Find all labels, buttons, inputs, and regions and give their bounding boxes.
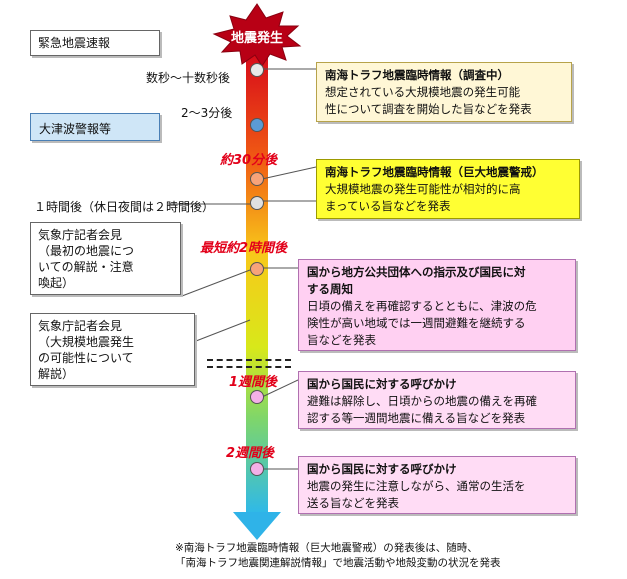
government-directive-box: 国から地方公共団体への指示及び国民に対 する周知 日頃の備えを再確認するとともに… — [298, 259, 576, 351]
separator-dashes-2 — [207, 366, 291, 368]
time-2-3min-label: 2～3分後 — [181, 106, 233, 120]
provisional-info-investigation-box: 南海トラフ地震臨時情報（調査中） 想定されている大規模地震の発生可能 性について… — [316, 62, 572, 122]
stamp-2hours: 最短約2時間後 — [200, 241, 288, 256]
box1-title: 南海トラフ地震臨時情報（調査中） — [325, 68, 509, 82]
box1-line-1: 想定されている大規模地震の発生可能 — [325, 85, 521, 99]
press1-line-1: 気象庁記者会見 — [38, 228, 123, 242]
box5-title: 国から国民に対する呼びかけ — [307, 462, 457, 476]
press2-line-1: 気象庁記者会見 — [38, 319, 123, 333]
box3-line-3: 旨などを発表 — [307, 333, 376, 347]
time-seconds-label: 数秒～十数秒後 — [146, 71, 231, 85]
separator-dashes-1 — [207, 359, 291, 361]
press1-line-3: いての解説・注意 — [38, 260, 134, 274]
box2-line-2: まっている旨などを発表 — [325, 199, 451, 213]
box4-line-2: 認する等一週間地震に備える旨などを発表 — [307, 411, 526, 425]
footnote-line-2: 「南海トラフ地震関連解説情報」で地震活動や地殻変動の状況を発表 — [175, 557, 501, 569]
timeline-dot-30min — [250, 172, 264, 186]
start-label: 地震発生 — [230, 31, 283, 46]
public-call-1week-box: 国から国民に対する呼びかけ 避難は解除し、日頃からの地震の備えを再確 認する等一… — [298, 371, 576, 429]
timeline-dot-1hour — [250, 196, 264, 210]
box3-line-1: 日頃の備えを再確認するとともに、津波の危 — [307, 299, 537, 313]
press-conference-1-box: 気象庁記者会見 （最初の地震につ いての解説・注意 喚起） — [30, 222, 181, 295]
box4-line-1: 避難は解除し、日頃からの地震の備えを再確 — [307, 394, 537, 408]
box3-title-line-2: する周知 — [307, 282, 353, 296]
stamp-30min: 約30分後 — [220, 153, 278, 168]
timeline-dot-tsunami — [250, 118, 264, 132]
box4-title: 国から国民に対する呼びかけ — [307, 377, 457, 391]
press2-line-3: の可能性について — [38, 351, 134, 365]
box3-title-line-1: 国から地方公共団体への指示及び国民に対 — [307, 265, 526, 279]
press-conference-2-box: 気象庁記者会見 （大規模地震発生 の可能性について 解説） — [30, 313, 195, 386]
time-1hour-label: １時間後（休日夜間は２時間後） — [34, 200, 215, 214]
eew-label: 緊急地震速報 — [38, 36, 111, 50]
stamp-1week: 1週間後 — [229, 375, 278, 390]
tsunami-warning-box: 大津波警報等 — [30, 113, 160, 141]
press1-line-2: （最初の地震につ — [38, 244, 135, 258]
footnote: ※南海トラフ地震臨時情報（巨大地震警戒）の発表後は、随時、 「南海トラフ地震関連… — [175, 541, 501, 571]
eew-box: 緊急地震速報 — [30, 30, 160, 56]
timeline-dot-2weeks — [250, 462, 264, 476]
public-call-2weeks-box: 国から国民に対する呼びかけ 地震の発生に注意しながら、通常の生活を 送る旨などを… — [298, 456, 576, 514]
provisional-info-megaquake-warning-box: 南海トラフ地震臨時情報（巨大地震警戒） 大規模地震の発生可能性が相対的に高 まっ… — [316, 159, 580, 219]
press2-line-4: 解説） — [38, 367, 75, 381]
footnote-line-1: ※南海トラフ地震臨時情報（巨大地震警戒）の発表後は、随時、 — [175, 542, 478, 554]
timeline-arrowhead — [233, 512, 281, 540]
box5-line-2: 送る旨などを発表 — [307, 496, 399, 510]
press2-line-2: （大規模地震発生 — [38, 335, 135, 349]
timeline-dot-2hours — [250, 262, 264, 276]
box1-line-2: 性について調査を開始した旨などを発表 — [325, 102, 532, 116]
box3-line-2: 険性が高い地域では一週間避難を継続する — [307, 316, 526, 330]
box2-title: 南海トラフ地震臨時情報（巨大地震警戒） — [325, 165, 544, 179]
timeline-dot-eew — [250, 63, 264, 77]
press1-line-4: 喚起） — [38, 276, 75, 290]
timeline-dot-1week — [250, 390, 264, 404]
tsunami-warning-label: 大津波警報等 — [39, 122, 112, 136]
box2-line-1: 大規模地震の発生可能性が相対的に高 — [325, 182, 521, 196]
box5-line-1: 地震の発生に注意しながら、通常の生活を — [307, 479, 526, 493]
stamp-2weeks: 2週間後 — [226, 446, 275, 461]
